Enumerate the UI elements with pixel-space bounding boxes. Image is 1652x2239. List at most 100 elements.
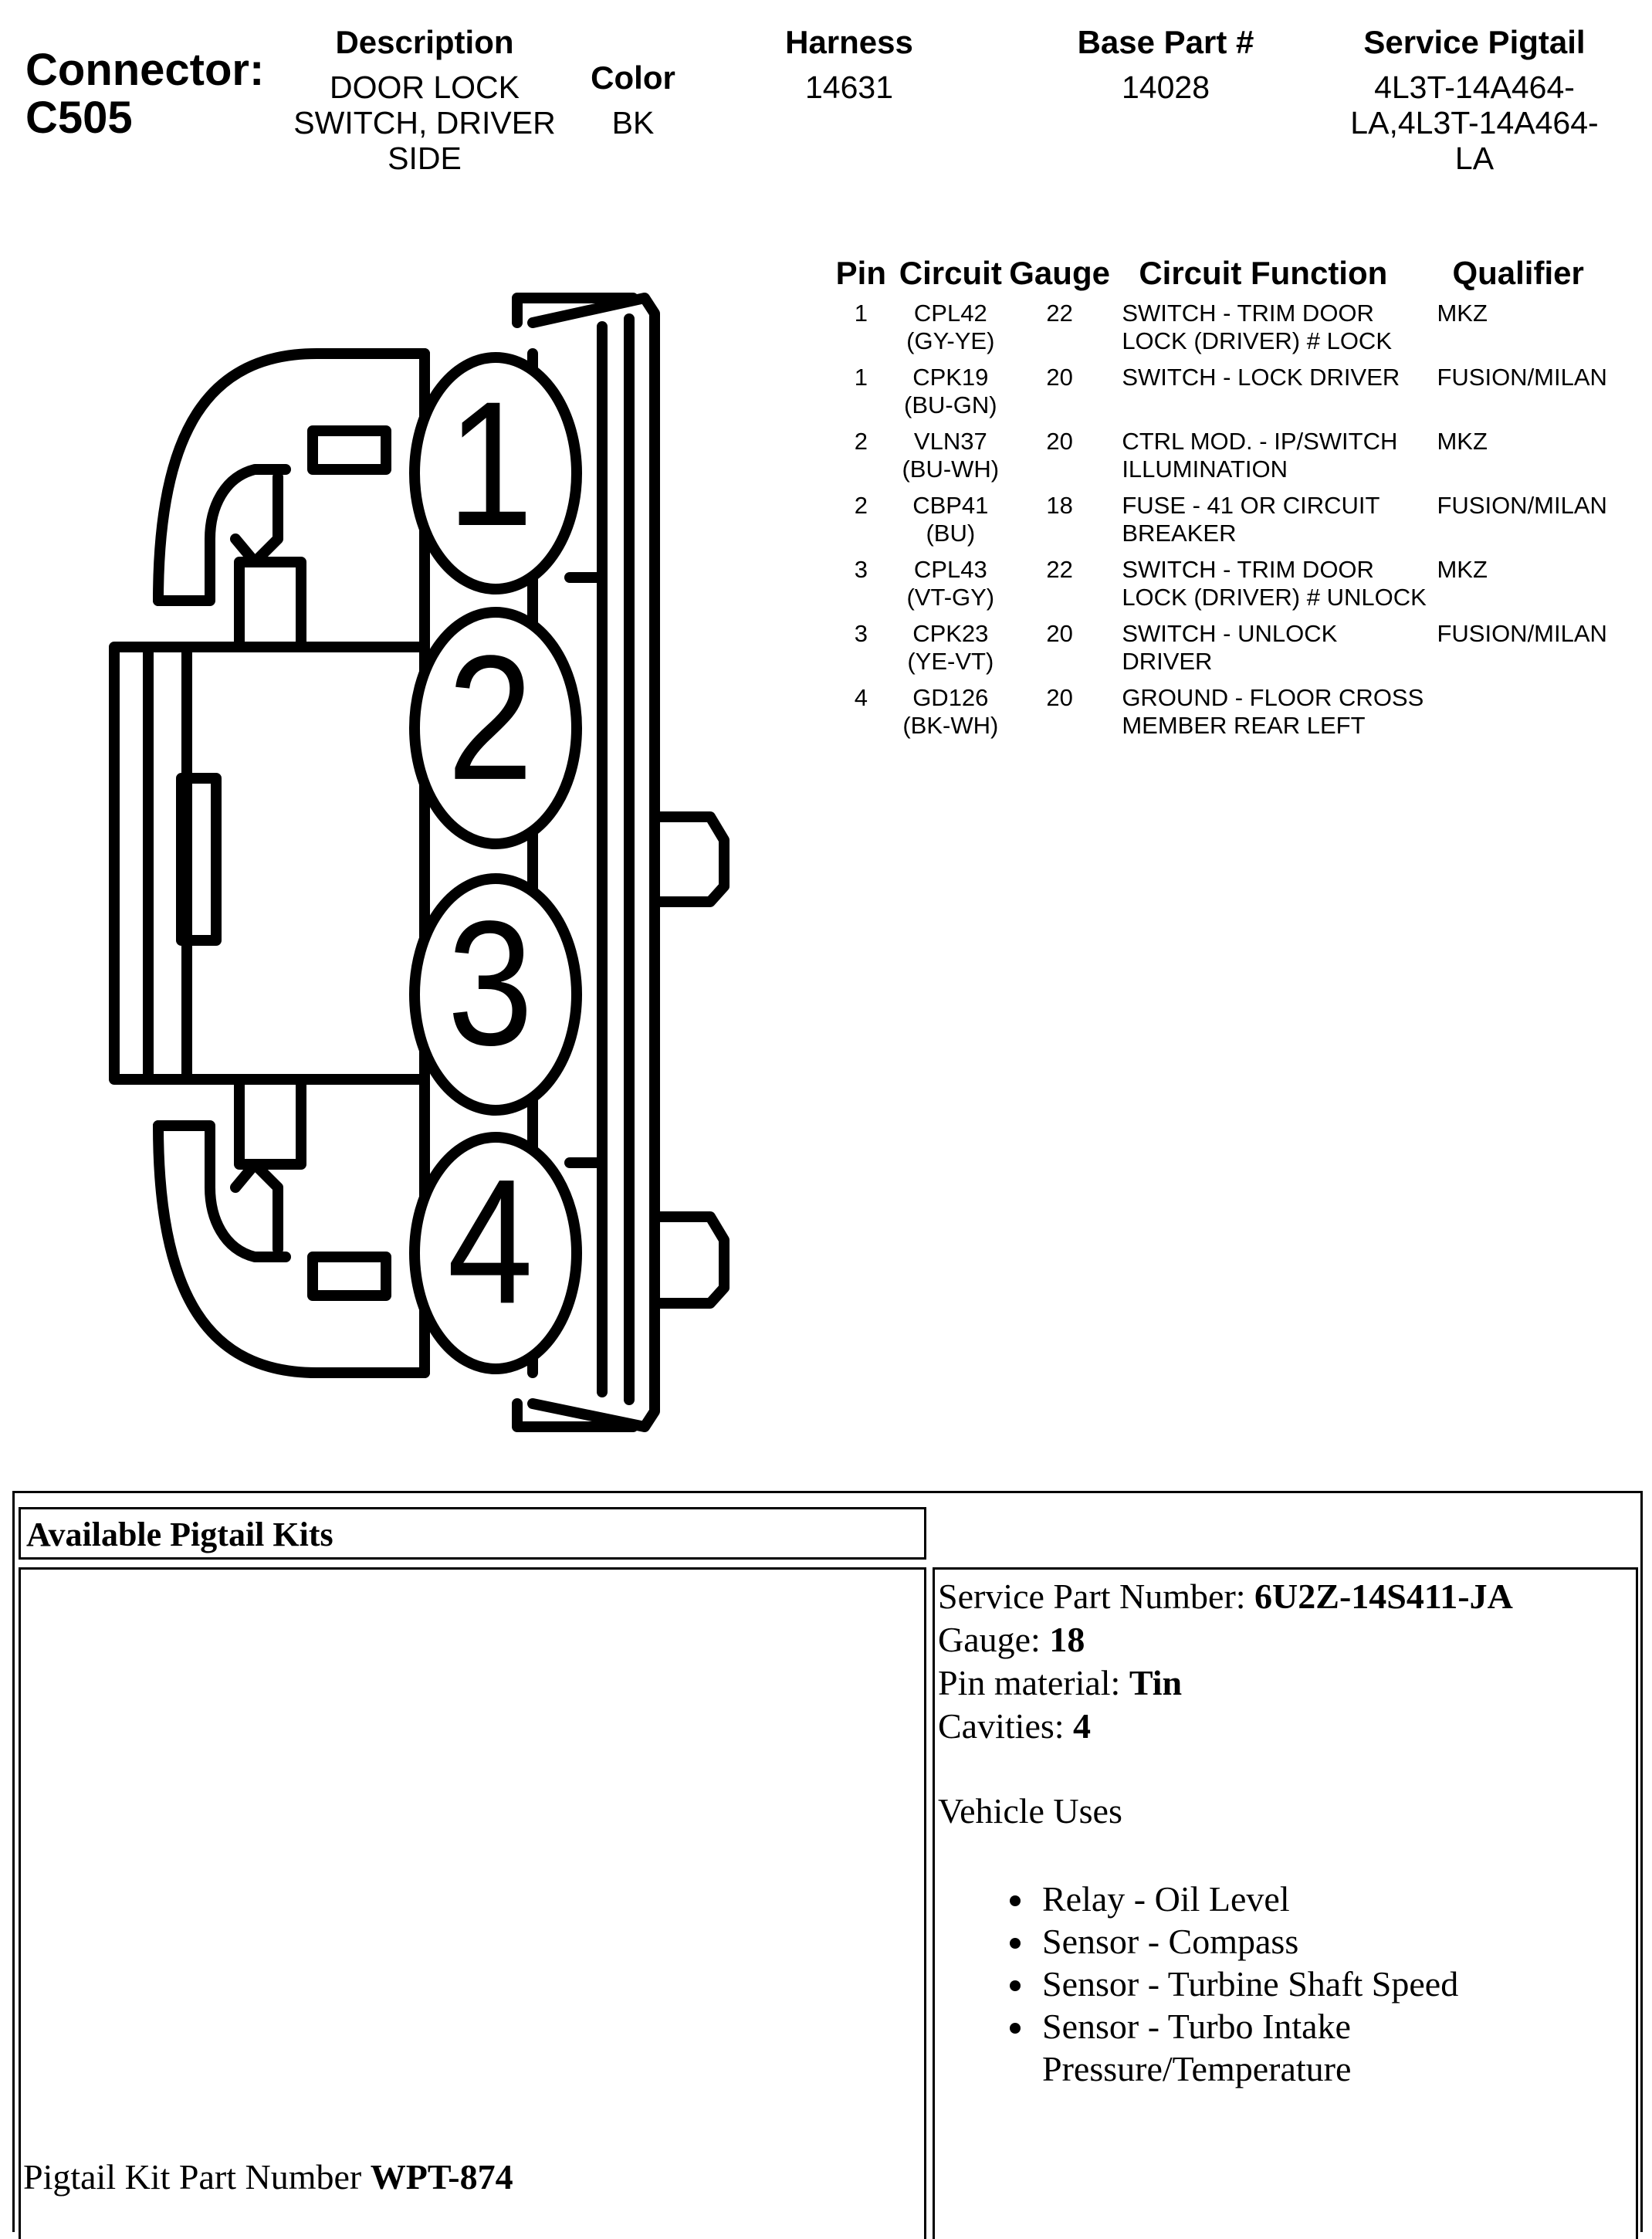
vehicle-uses-list: Relay - Oil Level Sensor - Compass Senso… (996, 1878, 1638, 2090)
pigtail-kits-panel (12, 1491, 1643, 2232)
cavity-4 (409, 1132, 582, 1374)
vehicle-use-item: Sensor - Turbo Intake Pressure/Temperatu… (1036, 2005, 1638, 2090)
pin-number: 1 (854, 364, 868, 391)
qualifier-header: Qualifier (1452, 255, 1584, 291)
qualifier-cell (1430, 684, 1646, 748)
service-pigtail-title: Service Pigtail (1363, 24, 1586, 60)
base-part-title: Base Part # (1077, 24, 1254, 60)
housing-top-arc-inner (153, 464, 291, 606)
housing-top-cap (512, 293, 638, 328)
circuit-cell: VLN37 (BU-WH) (895, 428, 1007, 492)
housing-top-edge (153, 348, 430, 606)
circuit-color: (BU) (926, 520, 976, 547)
latch-upper (649, 811, 730, 907)
body-slot (176, 773, 222, 946)
function-cell: FUSE - 41 OR CIRCUIT BREAKER (1122, 492, 1379, 547)
pigtail-kit-part-number: Pigtail Kit Part Number WPT-874 (23, 2156, 513, 2197)
circuit-cell: GD126 (BK-WH) (895, 684, 1007, 748)
harness-value: 14631 (804, 69, 893, 105)
qualifier-cell: FUSION/MILAN (1437, 620, 1607, 647)
kit-part-value: WPT-874 (370, 2157, 513, 2197)
connector-label: Connector: C505 (25, 46, 264, 142)
cavity-1 (409, 352, 582, 594)
qualifier-cell: FUSION/MILAN (1437, 492, 1607, 519)
vehicle-use-item: Relay - Oil Level (1036, 1878, 1638, 1920)
color-title: Color (591, 59, 675, 96)
gauge-cell: 22 (1046, 556, 1073, 583)
function-cell: GROUND - FLOOR CROSS MEMBER REAR LEFT (1122, 684, 1424, 739)
kit-pin-material-value: Tin (1129, 1663, 1183, 1702)
pigtail-kits-title-box (19, 1507, 926, 1560)
circuit-cell: CPK23 (YE-VT) (895, 620, 1007, 684)
pin-table: Pin Circuit Gauge Circuit Function Quali… (828, 255, 1646, 748)
qualifier-cell: MKZ (1437, 428, 1488, 455)
pin-number: 4 (854, 684, 868, 711)
kit-part-label: Pigtail Kit Part Number (23, 2157, 371, 2197)
cavity-label-3: 3 (447, 884, 533, 1082)
circuit-id: CPL42 (913, 300, 987, 327)
qualifier-cell: MKZ (1437, 300, 1488, 327)
color-value: BK (611, 105, 655, 141)
circuit-color: (BK-WH) (902, 712, 999, 739)
pin-header: Pin (835, 255, 887, 291)
pigtail-kits-title: Available Pigtail Kits (26, 1516, 333, 1553)
pin-number: 2 (854, 492, 868, 519)
service-part-label: Service Part Number: (938, 1577, 1255, 1616)
harness-title: Harness (785, 24, 913, 60)
vehicle-use-item: Sensor - Compass (1036, 1920, 1638, 1963)
top-clip-hook (230, 472, 283, 567)
cavity-label-1: 1 (447, 364, 533, 563)
function-header: Circuit Function (1139, 255, 1388, 291)
circuit-color: (BU-GN) (904, 391, 997, 418)
bottom-post (234, 1074, 306, 1170)
connector-face-diagram: 1 2 3 4 (109, 293, 730, 1432)
bottom-clip (307, 1252, 391, 1301)
kit-pin-material: Pin material: Tin (938, 1661, 1182, 1704)
circuit-color: (BU-WH) (902, 456, 1000, 483)
top-post (234, 557, 306, 652)
function-cell: SWITCH - UNLOCK DRIVER (1122, 620, 1338, 675)
gauge-cell: 20 (1046, 364, 1073, 391)
pin-row: 2 VLN37 (BU-WH) 20 CTRL MOD. - IP/SWITCH… (828, 428, 1646, 492)
circuit-id: GD126 (912, 684, 989, 711)
function-cell: CTRL MOD. - IP/SWITCH ILLUMINATION (1122, 428, 1398, 483)
top-clip (307, 425, 391, 475)
circuit-cell: CBP41 (BU) (895, 492, 1007, 556)
gauge-cell: 20 (1046, 684, 1073, 711)
pin-row: 2 CBP41 (BU) 18 FUSE - 41 OR CIRCUIT BRE… (828, 492, 1646, 556)
gauge-cell: 22 (1046, 300, 1073, 327)
cavity-2 (409, 607, 582, 849)
latch-lower (649, 1211, 730, 1309)
circuit-color: (GY-YE) (906, 327, 995, 354)
function-cell: SWITCH - TRIM DOOR LOCK (DRIVER) # UNLOC… (1122, 556, 1427, 611)
kit-cavities-label: Cavities: (938, 1706, 1074, 1746)
pin-row: 4 GD126 (BK-WH) 20 GROUND - FLOOR CROSS … (828, 684, 1646, 748)
qualifier-cell: MKZ (1437, 556, 1488, 583)
cavity-label-4: 4 (447, 1142, 533, 1340)
description-title: Description (335, 24, 514, 60)
circuit-cell: CPK19 (BU-GN) (895, 364, 1007, 428)
body-rect (109, 642, 430, 1085)
housing-bottom-edge (153, 1120, 430, 1378)
pin-table-header: Pin Circuit Gauge Circuit Function Quali… (828, 255, 1646, 300)
pigtail-kit-details-cell (933, 1567, 1638, 2239)
service-part-number: Service Part Number: 6U2Z-14S411-JA (938, 1575, 1513, 1617)
circuit-color: (YE-VT) (907, 648, 994, 675)
connector-id: C505 (25, 93, 133, 143)
kit-gauge-label: Gauge: (938, 1620, 1050, 1659)
housing-bottom-cap (512, 1398, 638, 1432)
kit-gauge: Gauge: 18 (938, 1618, 1085, 1661)
base-part-value: 14028 (1121, 69, 1210, 105)
circuit-id: CPK19 (912, 364, 989, 391)
pin-table-body: 1 CPL42 (GY-YE) 22 SWITCH - TRIM DOOR LO… (828, 300, 1646, 748)
gauge-header: Gauge (1009, 255, 1110, 291)
base-part-column: Base Part # 14028 (1034, 24, 1297, 106)
bottom-clip-hook (230, 1159, 283, 1255)
function-cell: SWITCH - TRIM DOOR LOCK (DRIVER) # LOCK (1122, 300, 1393, 354)
pin-number: 3 (854, 620, 868, 647)
kit-gauge-value: 18 (1049, 1620, 1085, 1659)
connector-label-title: Connector: (25, 45, 265, 95)
circuit-id: CPL43 (913, 556, 987, 583)
circuit-id: CPK23 (912, 620, 989, 647)
function-cell: SWITCH - LOCK DRIVER (1122, 364, 1400, 391)
